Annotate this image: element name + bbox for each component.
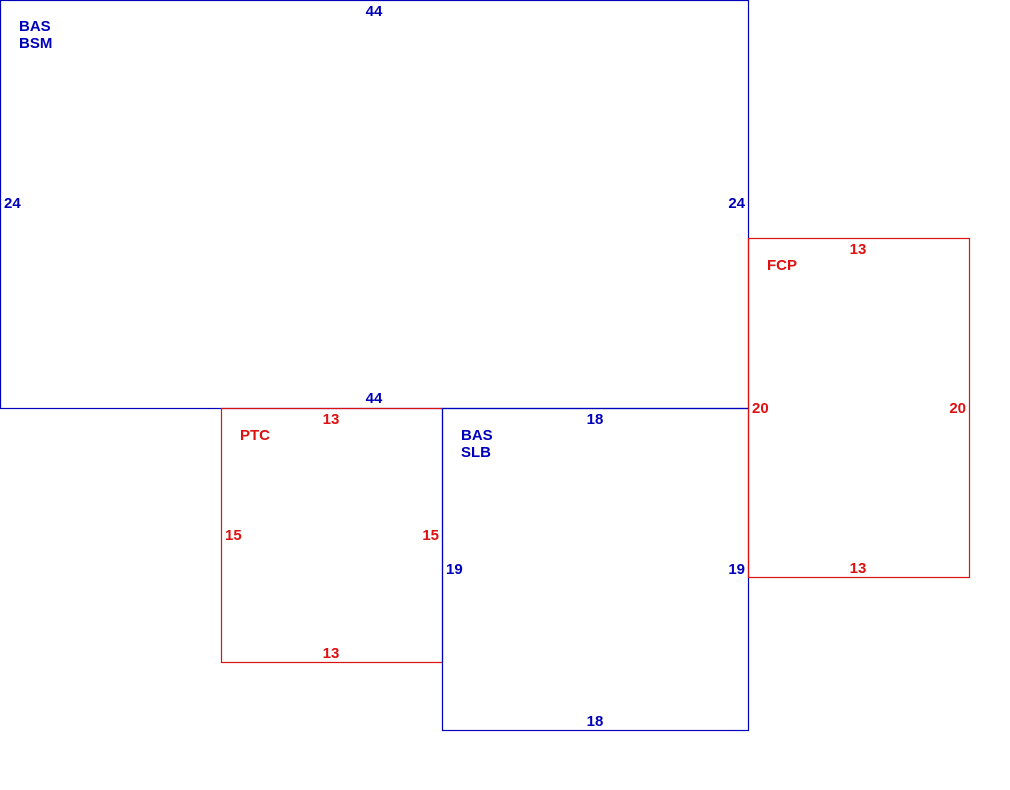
area-fcp-dim-right: 20 xyxy=(949,400,966,417)
area-bas-slb: BAS SLB 18 18 19 19 xyxy=(441,407,750,732)
area-bas-bsm-label-line-1: BAS xyxy=(19,18,51,35)
area-bas-slb-label-line-1: BAS xyxy=(461,427,493,444)
area-fcp: FCP 13 13 20 20 xyxy=(747,237,971,579)
area-fcp-outline xyxy=(747,237,971,579)
area-ptc-dim-bottom: 13 xyxy=(323,645,340,662)
area-bas-bsm-dim-bottom: 44 xyxy=(366,390,383,407)
area-bas-slb-dim-right: 19 xyxy=(728,561,745,578)
area-ptc-dim-top: 13 xyxy=(323,411,340,428)
area-fcp-label: FCP xyxy=(767,257,797,274)
area-bas-bsm-dim-right: 24 xyxy=(728,195,745,212)
area-bas-slb-label-line-2: SLB xyxy=(461,444,491,461)
area-bas-bsm-dim-top: 44 xyxy=(366,3,383,20)
area-fcp-dim-left: 20 xyxy=(752,400,769,417)
area-bas-slb-dim-left: 19 xyxy=(446,561,463,578)
area-bas-bsm: BAS BSM 44 44 24 24 xyxy=(0,0,750,410)
area-ptc-outline xyxy=(220,407,444,664)
area-ptc: PTC 13 13 15 15 xyxy=(220,407,444,664)
area-bas-bsm-outline xyxy=(0,0,750,410)
area-bas-slb-dim-bottom: 18 xyxy=(587,713,604,730)
area-ptc-label: PTC xyxy=(240,427,270,444)
area-bas-bsm-dim-left: 24 xyxy=(4,195,21,212)
area-bas-slb-dim-top: 18 xyxy=(587,411,604,428)
area-bas-bsm-label-line-2: BSM xyxy=(19,35,52,52)
area-fcp-dim-top: 13 xyxy=(850,241,867,258)
area-fcp-dim-bottom: 13 xyxy=(850,560,867,577)
area-ptc-dim-right: 15 xyxy=(422,527,439,544)
area-ptc-dim-left: 15 xyxy=(225,527,242,544)
